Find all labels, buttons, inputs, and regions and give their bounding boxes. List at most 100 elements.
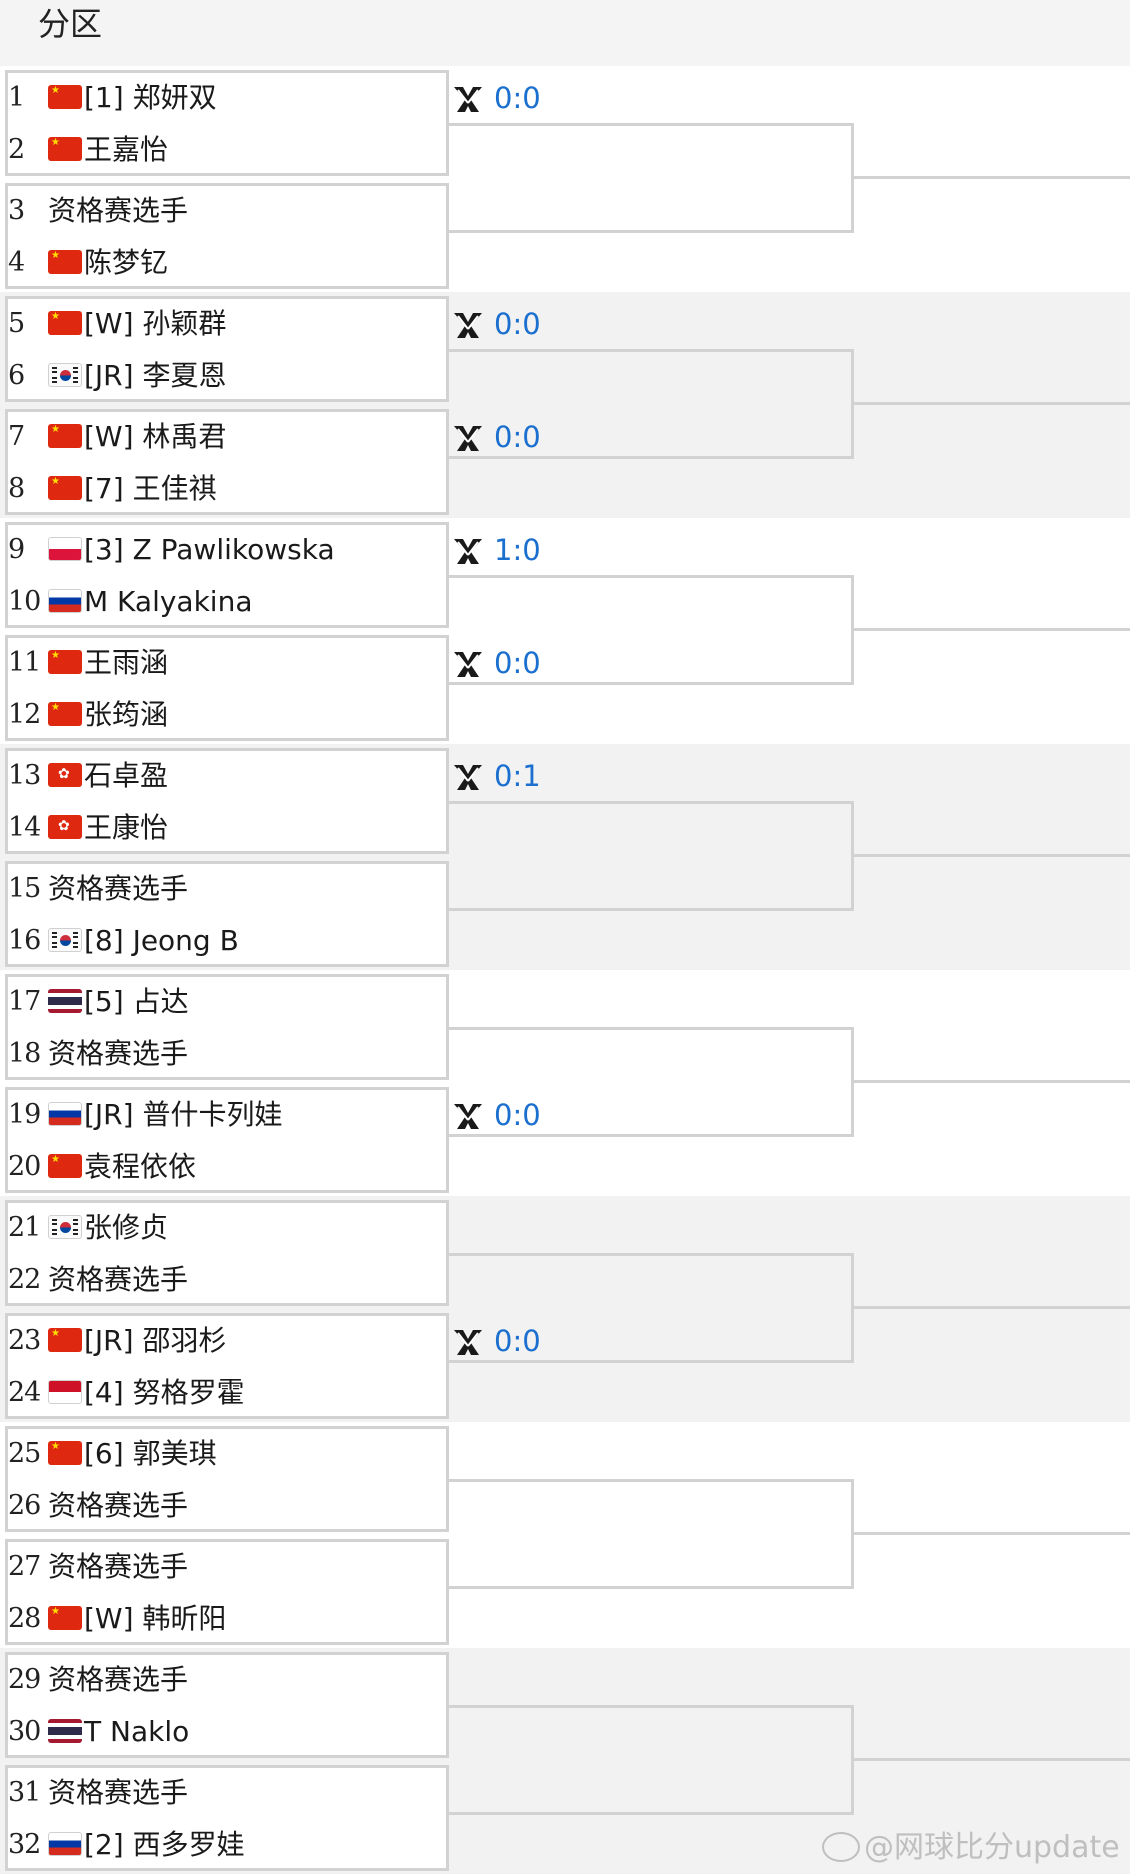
player-row[interactable]: 24 [4] 努格罗霍 bbox=[0, 1366, 460, 1419]
player-name[interactable]: 资格赛选手 bbox=[48, 1550, 189, 1583]
h2h-score[interactable]: 0:0 bbox=[452, 80, 572, 116]
player-name[interactable]: [4] 努格罗霍 bbox=[84, 1376, 245, 1409]
player-name[interactable]: 王康怡 bbox=[84, 811, 169, 844]
player-row[interactable]: 2王嘉怡 bbox=[0, 123, 460, 176]
flag-id-icon bbox=[48, 1380, 82, 1404]
player-name[interactable]: [3] Z Pawlikowska bbox=[84, 533, 335, 566]
h2h-score-value: 0:0 bbox=[494, 420, 541, 454]
h2h-score[interactable]: 0:0 bbox=[452, 306, 572, 342]
player-row[interactable]: 11王雨涵 bbox=[0, 636, 460, 689]
bracket-exit-line bbox=[854, 1080, 1130, 1083]
h2h-score[interactable]: 0:0 bbox=[452, 419, 572, 455]
h2h-score[interactable]: 1:0 bbox=[452, 532, 572, 568]
h2h-score-value: 0:0 bbox=[494, 646, 541, 680]
player-row[interactable]: 17[5] 占达 bbox=[0, 975, 460, 1028]
draw-position: 9 bbox=[8, 534, 25, 565]
draw-position: 19 bbox=[8, 1099, 41, 1130]
draw-position: 25 bbox=[8, 1438, 41, 1469]
flag-ru-icon bbox=[48, 589, 82, 613]
player-name[interactable]: M Kalyakina bbox=[84, 585, 253, 618]
h2h-score-value: 1:0 bbox=[494, 533, 541, 567]
h2h-score[interactable]: 0:0 bbox=[452, 1097, 572, 1133]
draw-position: 24 bbox=[8, 1377, 41, 1408]
bracket-exit-line bbox=[854, 854, 1130, 857]
player-name[interactable]: [8] Jeong B bbox=[84, 924, 239, 957]
player-row[interactable]: 6[JR] 李夏恩 bbox=[0, 349, 460, 402]
h2h-score-value: 0:0 bbox=[494, 1324, 541, 1358]
player-row[interactable]: 1[1] 郑妍双 bbox=[0, 71, 460, 124]
flag-cn-icon bbox=[48, 1606, 82, 1630]
flag-hk-icon bbox=[48, 815, 82, 839]
draw-position: 27 bbox=[8, 1551, 41, 1582]
player-name[interactable]: [JR] 邵羽杉 bbox=[84, 1324, 227, 1357]
h2h-score[interactable]: 0:0 bbox=[452, 1323, 572, 1359]
player-row[interactable]: 25 [6] 郭美琪 bbox=[0, 1427, 460, 1480]
player-row[interactable]: 8[7] 王佳祺 bbox=[0, 462, 460, 515]
player-row[interactable]: 12张筠涵 bbox=[0, 688, 460, 741]
player-row[interactable]: 20袁程依依 bbox=[0, 1140, 460, 1193]
player-row[interactable]: 7[W] 林禹君 bbox=[0, 410, 460, 463]
weibo-icon bbox=[822, 1832, 860, 1862]
watermark: @网球比分update bbox=[822, 1822, 1120, 1866]
h2h-score-value: 0:0 bbox=[494, 81, 541, 115]
bracket-connector bbox=[449, 575, 854, 685]
player-row[interactable]: 32 [2] 西多罗娃 bbox=[0, 1818, 460, 1871]
player-row[interactable]: 16[8] Jeong B bbox=[0, 914, 460, 967]
player-name[interactable]: [W] 韩昕阳 bbox=[84, 1602, 227, 1635]
h2h-score[interactable]: 0:1 bbox=[452, 758, 572, 794]
player-row[interactable]: 4陈梦钇 bbox=[0, 236, 460, 289]
player-name[interactable]: 资格赛选手 bbox=[48, 1037, 189, 1070]
bracket-exit-line bbox=[854, 1306, 1130, 1309]
player-name[interactable]: [W] 孙颖群 bbox=[84, 307, 227, 340]
player-name[interactable]: [6] 郭美琪 bbox=[84, 1437, 217, 1470]
h2h-score[interactable]: 0:0 bbox=[452, 645, 572, 681]
player-name[interactable]: 资格赛选手 bbox=[48, 1776, 189, 1809]
player-name[interactable]: [2] 西多罗娃 bbox=[84, 1828, 245, 1861]
player-name[interactable]: [JR] 普什卡列娃 bbox=[84, 1098, 283, 1131]
flag-cn-icon bbox=[48, 650, 82, 674]
player-row[interactable]: 9 [3] Z Pawlikowska bbox=[0, 523, 460, 576]
player-name[interactable]: [7] 王佳祺 bbox=[84, 472, 217, 505]
flag-cn-icon bbox=[48, 424, 82, 448]
player-name[interactable]: 张修贞 bbox=[84, 1211, 169, 1244]
player-name[interactable]: 王嘉怡 bbox=[84, 133, 169, 166]
player-name[interactable]: 王雨涵 bbox=[84, 646, 169, 679]
player-name[interactable]: 资格赛选手 bbox=[48, 1663, 189, 1696]
player-name[interactable]: T Naklo bbox=[84, 1715, 190, 1748]
head-to-head-icon bbox=[452, 1101, 484, 1131]
player-row[interactable]: 23[JR] 邵羽杉 bbox=[0, 1314, 460, 1367]
player-row[interactable]: 13石卓盈 bbox=[0, 749, 460, 802]
player-row[interactable]: 14王康怡 bbox=[0, 801, 460, 854]
player-name[interactable]: [1] 郑妍双 bbox=[84, 81, 217, 114]
player-name[interactable]: 石卓盈 bbox=[84, 759, 169, 792]
head-to-head-icon bbox=[452, 1327, 484, 1357]
player-name[interactable]: 资格赛选手 bbox=[48, 1489, 189, 1522]
draw-position: 18 bbox=[8, 1038, 41, 1069]
player-name[interactable]: 资格赛选手 bbox=[48, 1263, 189, 1296]
head-to-head-icon bbox=[452, 310, 484, 340]
player-name[interactable]: 袁程依依 bbox=[84, 1150, 197, 1183]
draw-position: 32 bbox=[8, 1829, 41, 1860]
player-row[interactable]: 5[W] 孙颖群 bbox=[0, 297, 460, 350]
player-name[interactable]: [JR] 李夏恩 bbox=[84, 359, 227, 392]
player-name[interactable]: 陈梦钇 bbox=[84, 246, 169, 279]
player-name[interactable]: 资格赛选手 bbox=[48, 194, 189, 227]
player-row[interactable]: 19 [JR] 普什卡列娃 bbox=[0, 1088, 460, 1141]
flag-ru-icon bbox=[48, 1832, 82, 1856]
player-name[interactable]: [W] 林禹君 bbox=[84, 420, 227, 453]
player-row[interactable]: 28[W] 韩昕阳 bbox=[0, 1592, 460, 1645]
player-name[interactable]: 张筠涵 bbox=[84, 698, 169, 731]
player-name[interactable]: 资格赛选手 bbox=[48, 872, 189, 905]
player-name[interactable]: [5] 占达 bbox=[84, 985, 189, 1018]
